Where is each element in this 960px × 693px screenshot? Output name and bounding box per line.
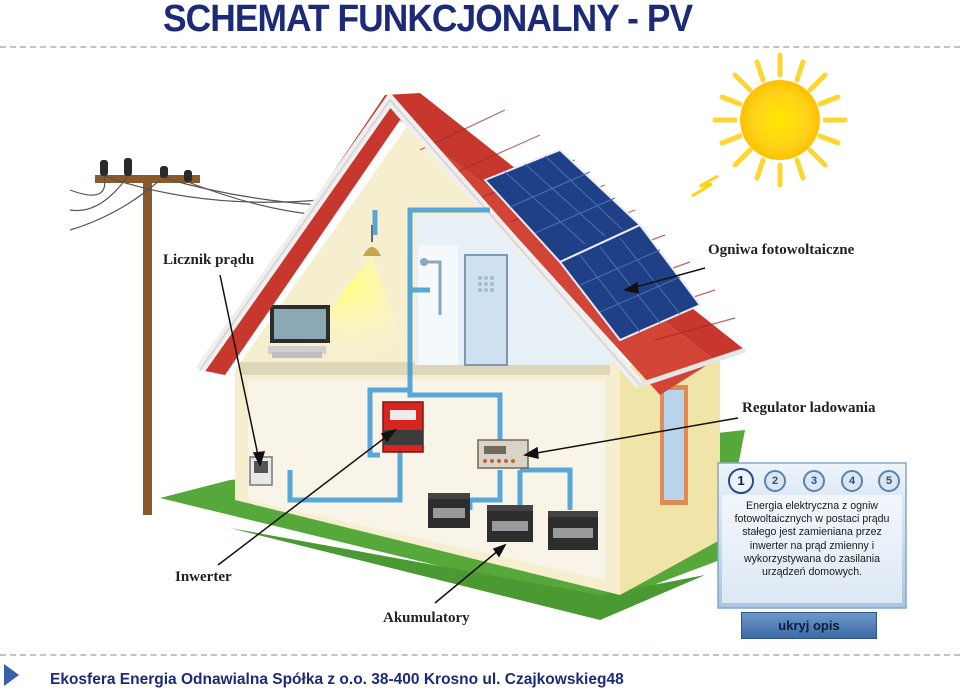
- label-meter: Licznik prądu: [163, 252, 255, 268]
- wiring: [287, 207, 573, 510]
- footer-company-info: Ekosfera Energia Odnawialna Spółka z o.o…: [50, 671, 624, 688]
- step-2-button[interactable]: 2: [764, 470, 786, 492]
- charge-regulator-device: [477, 439, 529, 469]
- step-description: Energia elektryczna z ogniw fotowoltaicz…: [734, 500, 890, 579]
- page-title: SCHEMAT FUNKCJONALNY - PV: [163, 0, 693, 40]
- step-1-button[interactable]: 1: [728, 468, 754, 494]
- top-divider: [0, 46, 960, 48]
- callout-lines: [217, 267, 739, 604]
- utility-pole: [69, 158, 321, 515]
- label-inverter: Inwerter: [175, 569, 232, 585]
- play-arrow-icon: [4, 664, 19, 686]
- bottom-divider: [0, 654, 960, 656]
- pv-panels: [483, 148, 702, 342]
- step-4-button[interactable]: 4: [841, 470, 863, 492]
- tv-icon: [268, 305, 330, 358]
- step-3-button[interactable]: 3: [803, 470, 825, 492]
- inverter-device: [382, 401, 424, 453]
- label-charge-regulator: Regulator ladowania: [742, 400, 876, 416]
- label-pv-cells: Ogniwa fotowoltaiczne: [708, 242, 855, 258]
- hide-description-button[interactable]: ukryj opis: [741, 612, 877, 639]
- batteries-devices: [428, 493, 598, 550]
- label-batteries: Akumulatory: [383, 610, 470, 626]
- step-5-button[interactable]: 5: [878, 470, 900, 492]
- sun-icon: [691, 52, 848, 198]
- meter-box: [249, 456, 273, 486]
